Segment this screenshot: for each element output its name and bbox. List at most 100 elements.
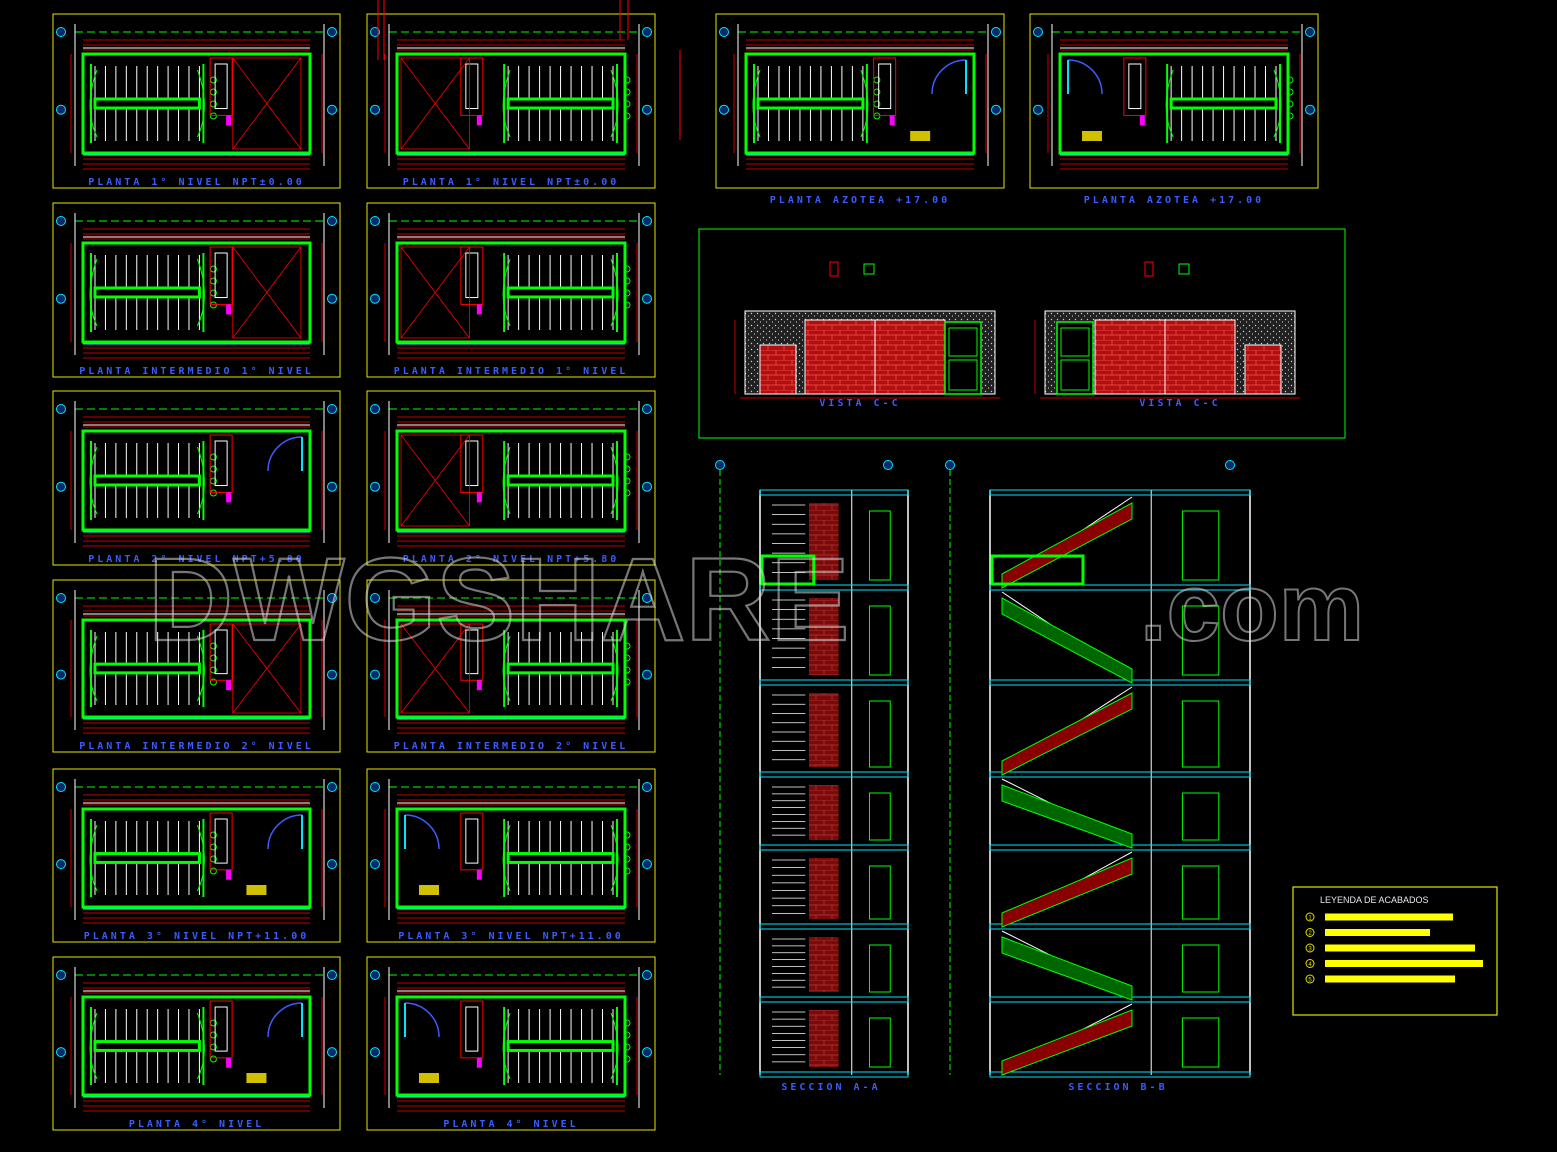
floor-slab xyxy=(989,584,1251,591)
level-marker xyxy=(873,112,881,120)
axis-bubble xyxy=(56,593,66,603)
axis-bubble xyxy=(370,27,380,37)
stair-handrail xyxy=(506,1040,615,1052)
stair-handrail xyxy=(506,662,615,675)
void-cross xyxy=(400,246,470,339)
plan-title: PLANTA INTERMEDIO 2° NIVEL xyxy=(79,741,314,752)
handrail xyxy=(1001,857,1133,928)
legend-item-number: 5 xyxy=(1308,978,1312,984)
shaft-inner xyxy=(214,63,228,110)
shaft-marker xyxy=(226,492,232,503)
legend-item-number: 1 xyxy=(1308,916,1312,922)
shaft-box xyxy=(1123,57,1147,116)
axis-bubble xyxy=(370,404,380,414)
level-marker xyxy=(1286,100,1294,108)
stair-handrail xyxy=(93,97,201,110)
shaft-box xyxy=(460,812,484,871)
plan-frame xyxy=(1029,13,1319,189)
landing-arc xyxy=(502,446,511,515)
void-cross xyxy=(400,623,470,714)
plan-frame xyxy=(366,956,656,1131)
axis-bubble xyxy=(1305,104,1315,115)
door-opening xyxy=(1181,605,1220,676)
void-cross xyxy=(232,246,302,339)
door-panel xyxy=(1060,359,1090,391)
level-marker xyxy=(623,489,631,497)
door-opening xyxy=(1181,700,1220,768)
axis-bubble xyxy=(370,293,380,304)
legend-item-bar xyxy=(1325,960,1483,967)
shaft-marker xyxy=(476,115,482,126)
door-swing xyxy=(404,814,440,850)
plan-sheet xyxy=(52,579,341,753)
plan-sheet xyxy=(366,13,656,189)
landing-arc xyxy=(1165,69,1174,138)
section-title: SECCION A-A xyxy=(781,1082,880,1093)
door-opening xyxy=(869,700,891,768)
shaft-inner xyxy=(214,629,228,675)
level-marker xyxy=(623,678,631,686)
axis-bubble xyxy=(370,104,380,115)
plan-sheet xyxy=(366,202,656,378)
legend-item-bar xyxy=(1325,944,1475,952)
door-swing xyxy=(267,1002,303,1038)
floor-slab xyxy=(989,771,1251,778)
wall-outline xyxy=(395,995,627,1097)
plan-sheet xyxy=(52,768,341,943)
floor-slab xyxy=(759,996,909,1003)
door-swing xyxy=(931,59,967,95)
door-opening xyxy=(869,605,891,676)
landing-arc xyxy=(196,1012,205,1080)
wall-outline xyxy=(395,807,627,909)
plan-sheet xyxy=(52,390,341,566)
plan-title: PLANTA INTERMEDIO 2° NIVEL xyxy=(394,741,629,752)
handrail xyxy=(1001,936,1133,1001)
plan-title: PLANTA 4° NIVEL xyxy=(443,1119,578,1130)
level-marker xyxy=(623,265,631,273)
landing-arc xyxy=(502,1012,511,1080)
level-marker xyxy=(209,1055,217,1063)
axis-bubble xyxy=(642,404,652,414)
axis-bubble xyxy=(56,669,66,680)
axis-bubble xyxy=(56,27,66,37)
stair-handrail xyxy=(756,97,865,110)
level-marker xyxy=(623,867,631,875)
shaft-box xyxy=(460,623,484,681)
axis-bubble xyxy=(642,293,652,304)
shaft-box xyxy=(873,57,897,116)
shaft-inner xyxy=(465,818,479,864)
shaft-marker xyxy=(476,304,482,315)
brick-wall xyxy=(809,937,839,992)
door-swing xyxy=(267,436,303,472)
plan-title: PLANTA 1° NIVEL NPT±0.00 xyxy=(88,177,305,188)
landing-arc xyxy=(610,1012,619,1080)
level-marker xyxy=(623,112,631,120)
stair-handrail xyxy=(93,474,201,487)
landing-arc xyxy=(89,1012,98,1080)
floor-slab xyxy=(989,679,1251,686)
shaft-box xyxy=(209,623,233,681)
plan-title: PLANTA 2° NIVEL NPT+5.80 xyxy=(88,554,305,565)
axis-bubble xyxy=(642,970,652,980)
axis-bubble xyxy=(719,104,729,115)
shaft-marker xyxy=(1139,115,1145,126)
floor-slab xyxy=(759,1071,909,1078)
landing-arc xyxy=(502,69,511,138)
axis-bubble xyxy=(945,460,955,470)
door-opening xyxy=(869,510,891,581)
shaft-inner xyxy=(465,629,479,675)
axis-bubble xyxy=(327,593,337,603)
door-opening xyxy=(869,865,891,920)
level-marker xyxy=(623,642,631,650)
axis-bubble xyxy=(327,216,337,226)
brick-wall xyxy=(809,693,839,767)
axis-bubble xyxy=(327,104,337,115)
plan-sheet xyxy=(366,579,656,753)
void-box xyxy=(400,434,470,527)
section-title: SECCION B-B xyxy=(1068,1082,1167,1093)
void-cross xyxy=(400,57,470,150)
legend-item-bubble xyxy=(1305,928,1315,937)
landing-arc xyxy=(196,824,205,892)
elevation-frame xyxy=(698,228,1346,439)
